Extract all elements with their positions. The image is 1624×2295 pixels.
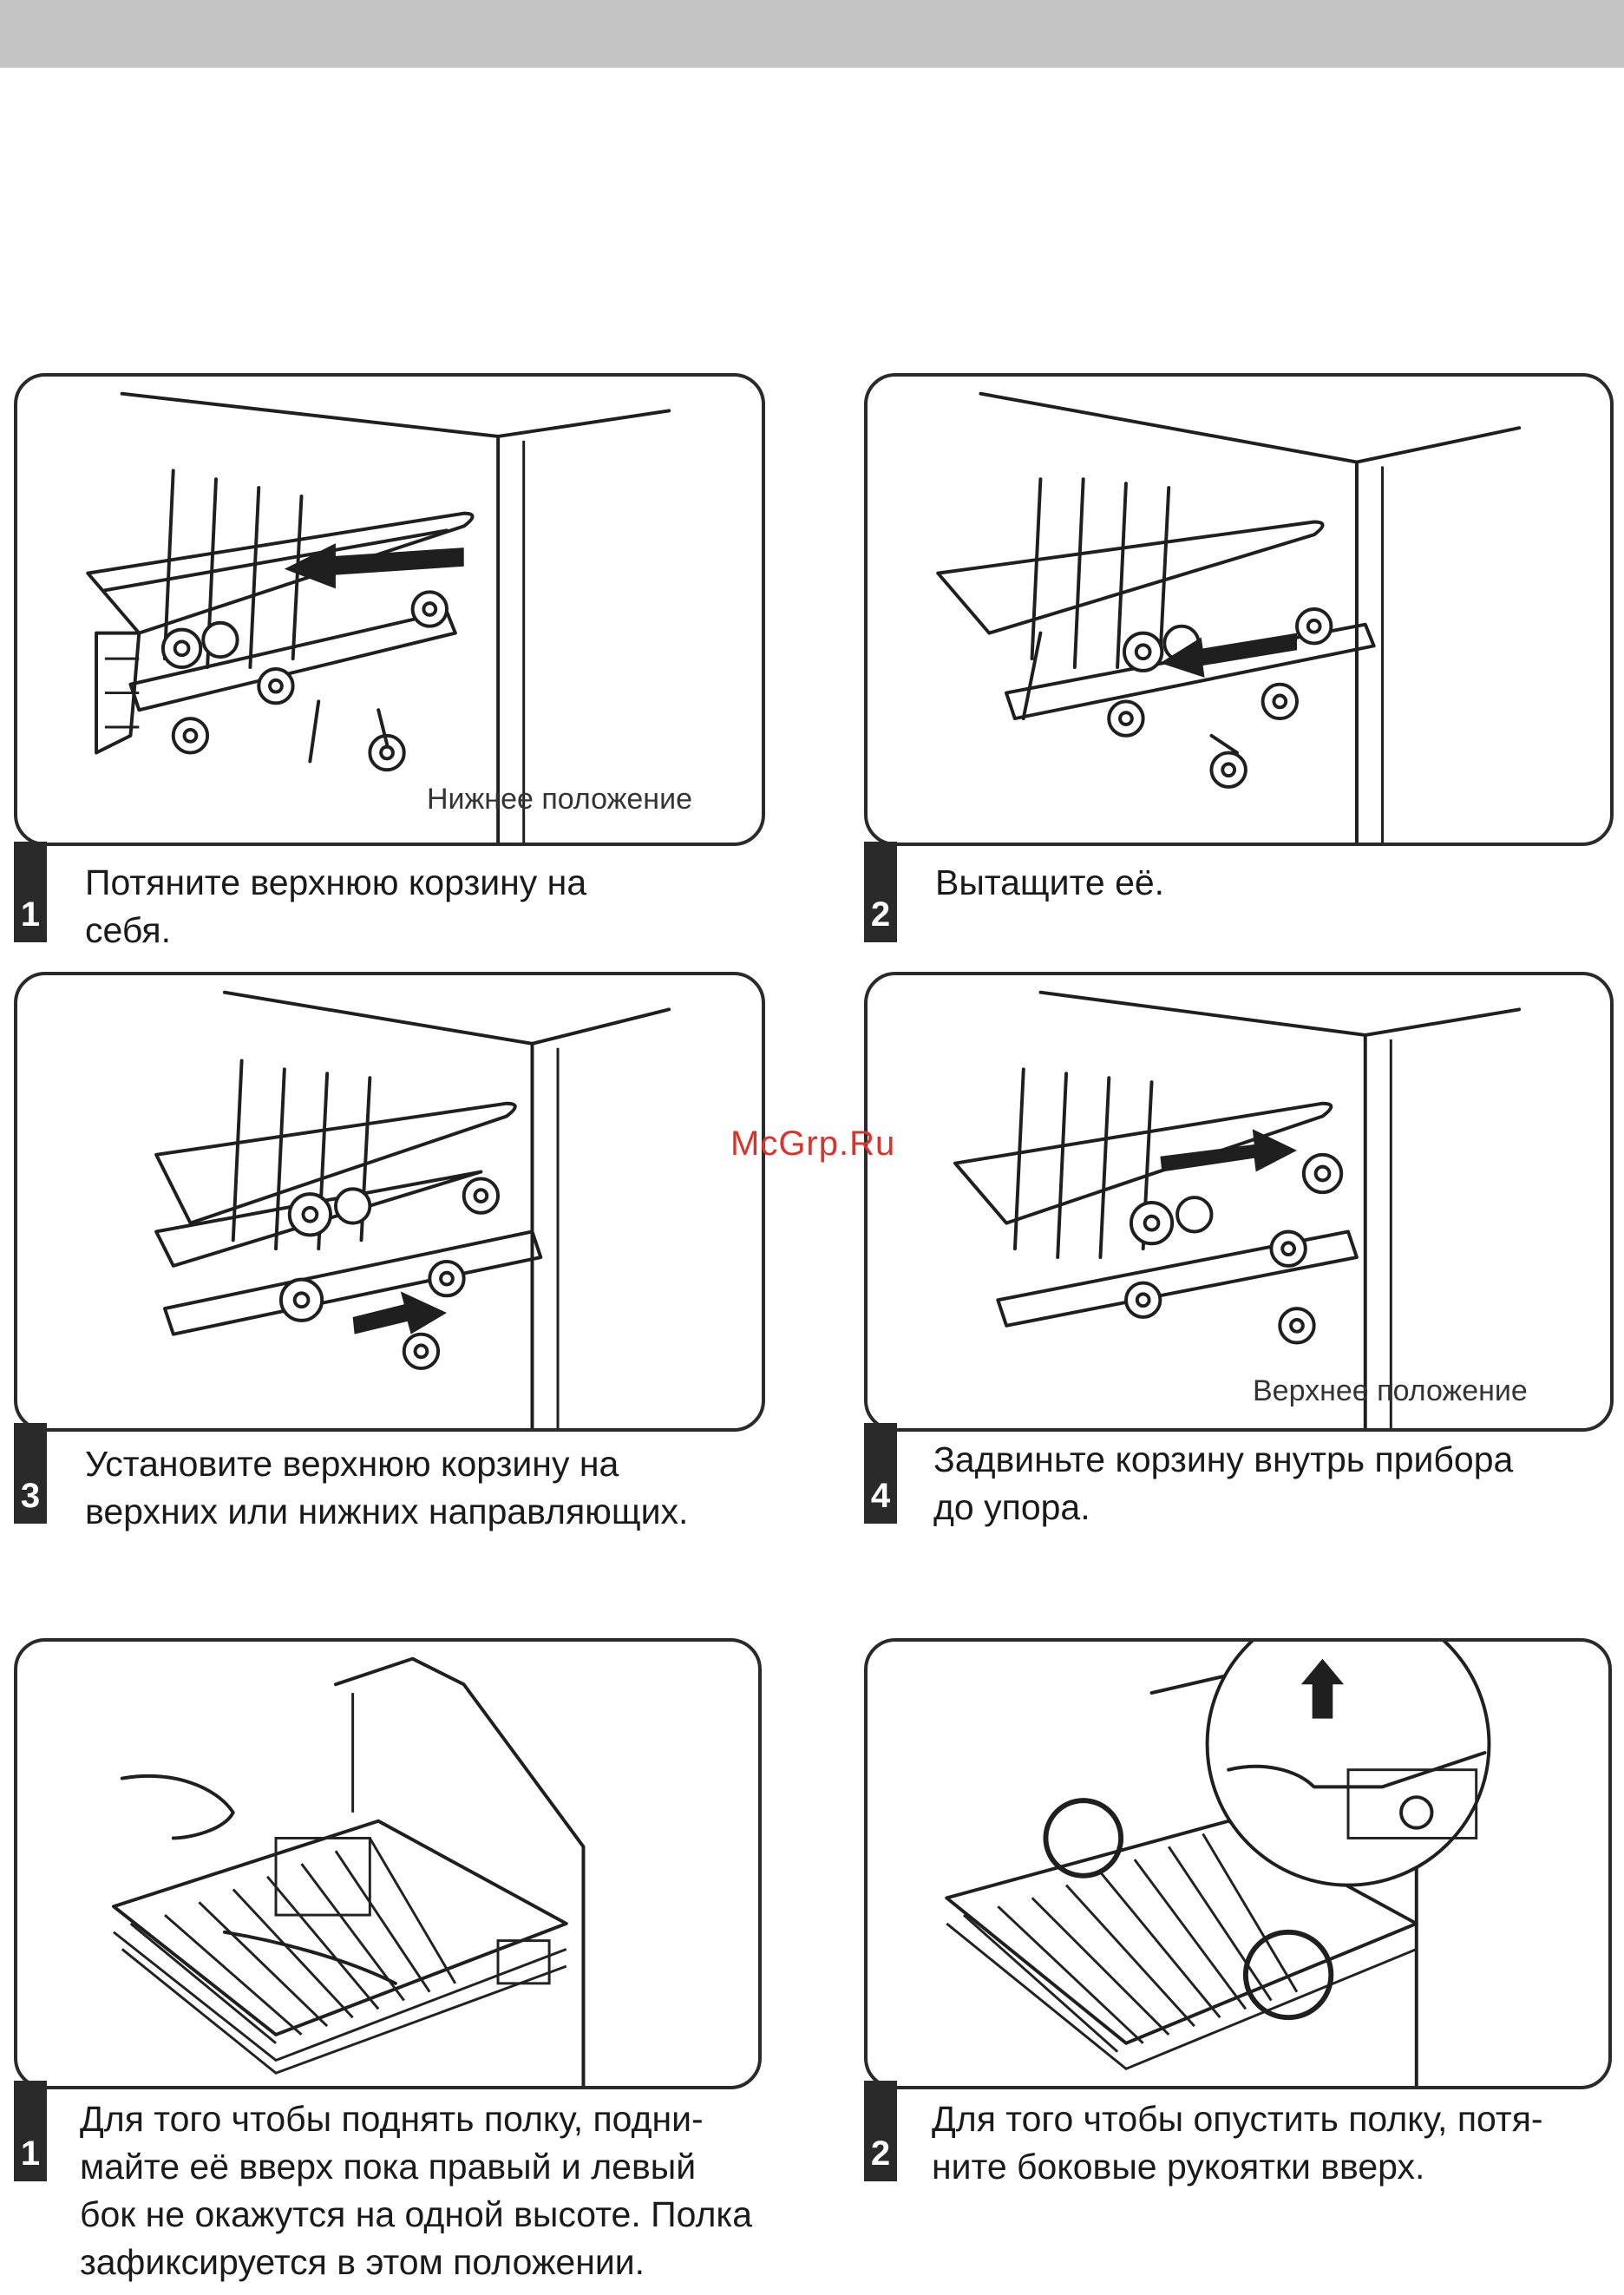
basket-rail-drawing xyxy=(86,391,671,843)
step-number: 1 xyxy=(20,895,41,934)
step-number: 1 xyxy=(20,2134,41,2173)
step-caption: Установите верхнюю корзину на верхних ил… xyxy=(85,1444,689,1531)
step-badge: 1 xyxy=(14,2081,47,2181)
step-badge: 2 xyxy=(864,2081,897,2181)
step-caption: Вытащите её. xyxy=(935,862,1165,902)
step-number: 3 xyxy=(20,1477,41,1515)
header-bar xyxy=(0,0,1624,68)
step-caption: Задвиньте корзину внутрь прибора до упор… xyxy=(933,1439,1514,1527)
shelf-basket-drawing xyxy=(945,1642,1491,2086)
basket-rail-drawing xyxy=(154,990,671,1428)
step-number: 4 xyxy=(870,1477,891,1515)
step-badge: 2 xyxy=(864,842,897,942)
step-badge: 4 xyxy=(864,1423,897,1524)
step-4-illustration xyxy=(864,972,1614,1432)
step-caption: Потяните верхнюю корзину на себя. xyxy=(85,862,587,950)
step-number: 2 xyxy=(870,2134,891,2173)
step-1-illustration xyxy=(14,373,765,846)
step-2-illustration xyxy=(864,373,1614,846)
raise-shelf-illustration xyxy=(14,1638,762,2089)
watermark: McGrp.Ru xyxy=(730,1125,896,1163)
lower-shelf-illustration xyxy=(864,1638,1612,2089)
step-badge: 1 xyxy=(14,842,47,942)
basket-rail-drawing xyxy=(936,391,1522,843)
step-3-illustration xyxy=(14,972,765,1432)
step-badge: 3 xyxy=(14,1423,47,1524)
basket-rail-drawing xyxy=(953,990,1522,1428)
shelf-basket-drawing xyxy=(111,1656,586,2086)
lower-position-label: Нижнее положение xyxy=(427,783,692,816)
step-caption: Для того чтобы поднять полку, подни- май… xyxy=(80,2099,753,2282)
step-caption: Для того чтобы опустить полку, потя- нит… xyxy=(932,2099,1543,2187)
step-number: 2 xyxy=(870,895,891,934)
upper-position-label: Верхнее положение xyxy=(1253,1374,1528,1407)
